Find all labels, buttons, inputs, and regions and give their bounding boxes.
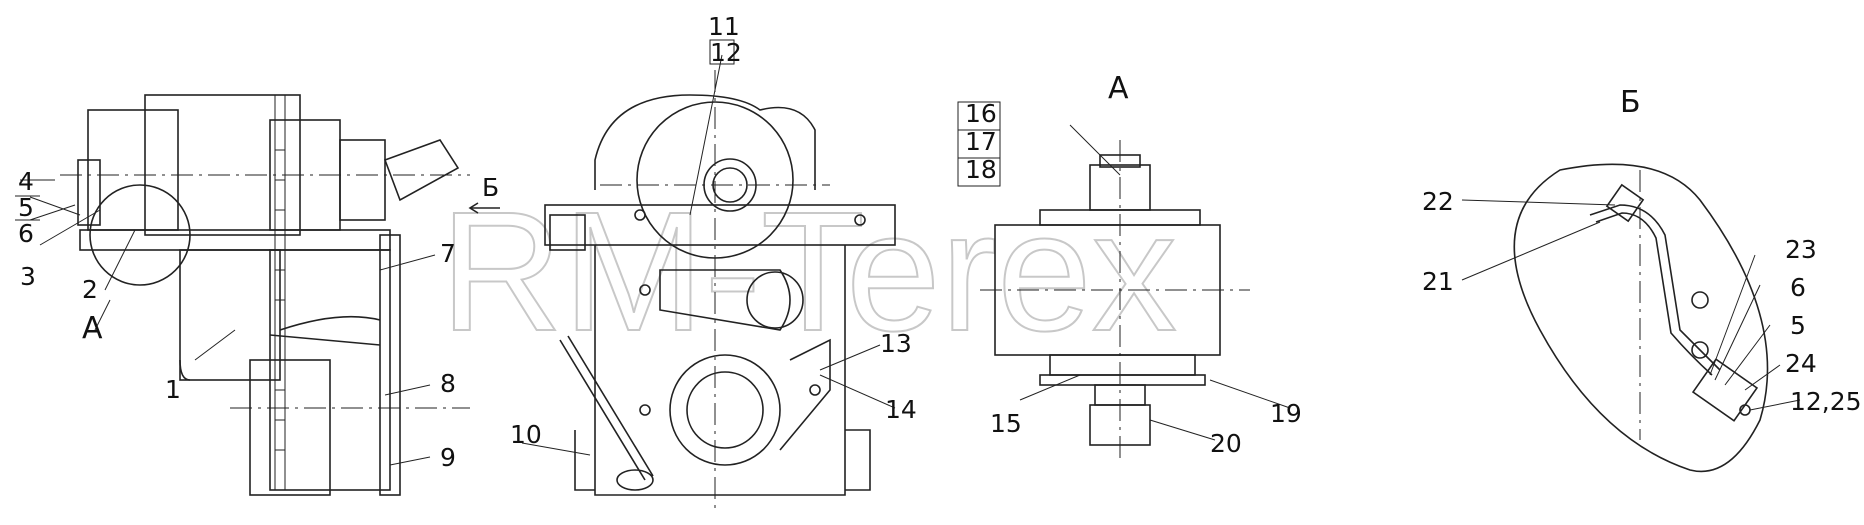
detail-a-circle [89,184,191,286]
callout-4: 4 [18,167,34,196]
callout-22: 22 [1422,187,1454,216]
callout-18: 18 [965,155,997,184]
callout-6-b: 6 [1790,273,1806,302]
callout-7: 7 [440,239,456,268]
front-view [544,70,896,510]
detail-a-mark: А [82,311,103,346]
callout-19: 19 [1270,399,1302,428]
callout-24: 24 [1785,349,1817,378]
callout-21: 21 [1422,267,1454,296]
callout-2: 2 [82,275,98,304]
view-a [980,140,1250,460]
callout-10: 10 [510,420,542,449]
callout-13: 13 [880,329,912,358]
callout-frames [15,39,1001,221]
watermark: RM-Terex [440,177,1177,367]
leader-lines [20,54,1801,466]
view-b [1513,163,1769,473]
callout-11: 11 [708,12,740,41]
callout-20: 20 [1210,429,1242,458]
section-b-mark: Б [482,173,499,202]
callout-9: 9 [440,443,456,472]
callout-15: 15 [990,409,1022,438]
callout-12-25: 12,25 [1790,387,1862,416]
callout-17: 17 [965,127,997,156]
callout-12: 12 [710,38,742,67]
view-a-title: А [1108,71,1129,106]
view-b-title: Б [1620,85,1641,120]
callout-14: 14 [885,395,917,424]
side-view [60,94,500,496]
callout-5: 5 [18,193,34,222]
callout-5-b: 5 [1790,311,1806,340]
callout-6: 6 [18,219,34,248]
callout-8: 8 [440,369,456,398]
callout-16: 16 [965,99,997,128]
callout-1: 1 [165,375,181,404]
callout-23: 23 [1785,235,1817,264]
callout-3: 3 [20,262,36,291]
